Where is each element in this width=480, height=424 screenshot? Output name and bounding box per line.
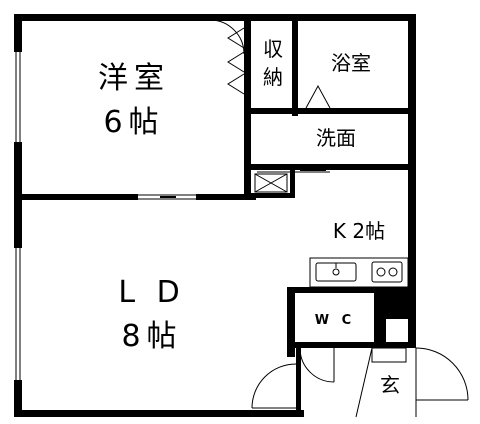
western-sliding-door [138,194,196,200]
room-label-storage-2: 納 [263,65,283,89]
pipe-space [254,173,288,193]
room-label-entrance: 玄 [380,373,400,397]
room-label-kitchen: K 2帖 [333,219,385,243]
room-size-western: 6帖 [103,105,164,140]
room-label-washroom: 洗面 [316,126,356,150]
kitchen-counter [309,257,409,288]
room-size-living: 8帖 [121,319,182,354]
room-label-storage-1: 収 [263,37,283,61]
interior-walls [22,21,408,417]
entrance-doors [251,347,469,418]
washroom-door [257,167,330,173]
room-label-wc: W C [315,313,355,328]
room-label-living: L D [118,275,185,310]
room-label-western: 洋室 [98,61,170,96]
room-label-bath: 浴室 [331,51,371,75]
bath-door [305,84,331,109]
closet-doors [209,19,245,95]
left-windows [14,52,22,380]
wc-door [299,347,335,383]
